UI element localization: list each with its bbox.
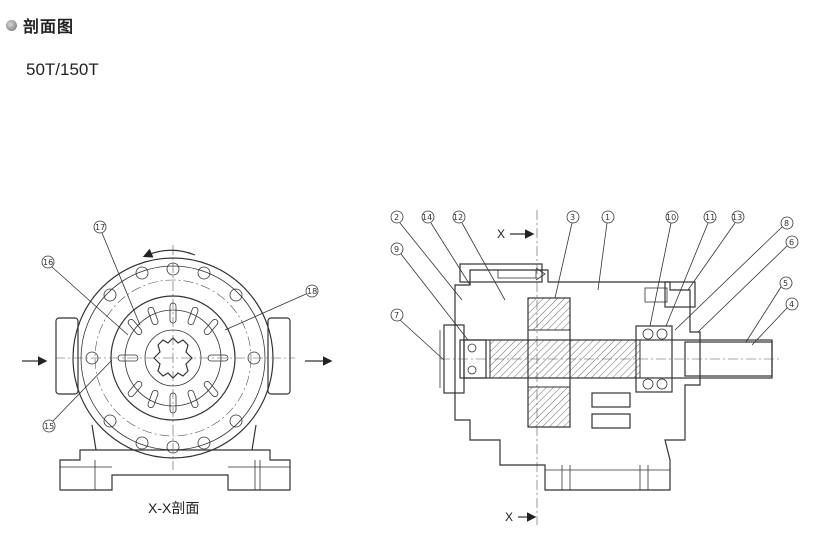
callout-10: 10	[649, 210, 679, 327]
callout-14: 14	[421, 210, 471, 286]
left-view-caption: X-X剖面	[148, 500, 199, 516]
svg-text:5: 5	[783, 279, 788, 288]
callout-16: 16	[41, 255, 129, 336]
callout-11: 11	[665, 210, 717, 327]
section-heading: 剖面图	[6, 13, 74, 37]
callout-5: 5	[745, 276, 793, 343]
callout-12: 12	[452, 210, 506, 301]
svg-text:17: 17	[95, 223, 105, 232]
left-callouts: 17 16 18 15	[41, 220, 319, 433]
svg-text:1: 1	[605, 213, 610, 222]
callout-7: 7	[390, 308, 445, 361]
svg-text:8: 8	[784, 219, 789, 228]
callout-13: 13	[687, 210, 745, 291]
svg-text:14: 14	[422, 213, 432, 222]
svg-text:16: 16	[43, 258, 53, 267]
callout-8: 8	[674, 216, 794, 331]
svg-text:18: 18	[307, 287, 317, 296]
right-callouts: 2 14 12 3 1 10 11 13 8 6 9 7 5 4	[390, 210, 799, 361]
svg-text:3: 3	[570, 213, 575, 222]
callout-3: 3	[554, 210, 580, 299]
svg-text:11: 11	[705, 213, 715, 222]
right-section-view: X X	[439, 210, 780, 525]
section-marker-bottom: X	[505, 510, 537, 524]
svg-text:13: 13	[732, 213, 742, 222]
callout-18: 18	[224, 284, 319, 331]
svg-text:6: 6	[789, 238, 794, 247]
callout-2: 2	[390, 210, 463, 301]
callout-4: 4	[751, 297, 799, 346]
svg-text:7: 7	[394, 311, 399, 320]
section-marker-top: X	[497, 227, 535, 241]
svg-text:4: 4	[789, 300, 794, 309]
svg-text:10: 10	[666, 213, 676, 222]
bullet-icon	[6, 19, 17, 31]
callout-17: 17	[93, 220, 141, 326]
callout-1: 1	[597, 210, 615, 291]
svg-text:9: 9	[394, 245, 399, 254]
svg-text:X: X	[505, 510, 513, 524]
model-label: 50T/150T	[26, 60, 99, 79]
callout-9: 9	[390, 242, 469, 341]
section-title: 剖面图	[23, 17, 75, 36]
svg-text:12: 12	[453, 213, 463, 222]
callout-6: 6	[697, 235, 799, 333]
svg-text:X: X	[497, 227, 505, 241]
left-section-view: X-X剖面	[22, 245, 333, 516]
svg-text:15: 15	[44, 422, 54, 431]
callout-15: 15	[42, 359, 113, 433]
svg-text:2: 2	[394, 213, 399, 222]
